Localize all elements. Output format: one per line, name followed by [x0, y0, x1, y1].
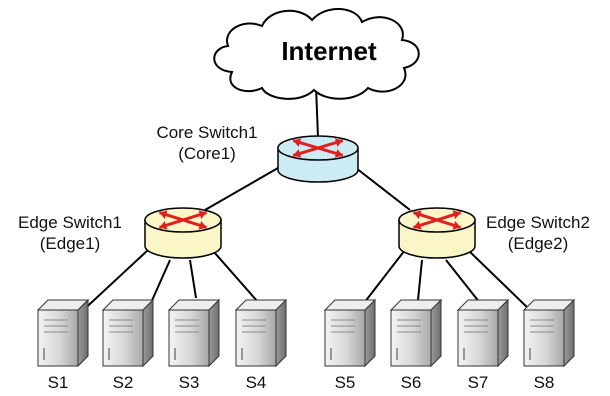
edge-switch2-alias: (Edge2) — [507, 234, 569, 253]
server-s8 — [522, 298, 576, 368]
server-side — [142, 298, 154, 368]
server-label-s7: S7 — [467, 373, 489, 392]
router-arrow-icon — [158, 211, 208, 229]
core-switch-name: Core Switch1 — [156, 123, 258, 142]
router-arrow-icon — [412, 211, 462, 229]
link-core-edge1 — [204, 167, 279, 211]
router-arrowhead-icon — [452, 210, 461, 219]
edge-switch2 — [398, 207, 476, 259]
link-edge2-s6 — [417, 259, 423, 301]
link-edge2-s7 — [445, 259, 481, 304]
core-switch-alias: (Core1) — [178, 144, 236, 163]
server-label-s2: S2 — [112, 373, 134, 392]
router-arrow-icon — [292, 139, 344, 157]
router-arrowhead-icon — [198, 210, 207, 219]
server-s7 — [456, 298, 510, 368]
core-switch — [277, 135, 359, 183]
server-label-s1: S1 — [47, 373, 69, 392]
server-s3 — [167, 298, 221, 368]
router-arrowhead-icon — [334, 138, 343, 147]
server-label-s8: S8 — [533, 373, 555, 392]
edge-switch1-label: Edge Switch1 (Edge1) — [8, 212, 132, 254]
edge-switch1-alias: (Edge1) — [39, 234, 101, 253]
router-arrowhead-icon — [334, 149, 343, 158]
server-s4 — [234, 298, 288, 368]
server-side — [430, 298, 442, 368]
router-arrowhead-icon — [293, 138, 302, 147]
link-edge1-s2 — [149, 259, 171, 306]
router-arrowhead-icon — [413, 221, 422, 230]
server-label-s4: S4 — [245, 373, 267, 392]
server-s6 — [389, 298, 443, 368]
link-edge1-s3 — [189, 259, 197, 299]
server-front — [523, 309, 565, 367]
router-arrowhead-icon — [452, 221, 461, 230]
router-arrowhead-icon — [198, 221, 207, 230]
server-side — [364, 298, 376, 368]
link-edge1-s1 — [77, 249, 149, 316]
server-label-s5: S5 — [334, 373, 356, 392]
router-arrowhead-icon — [159, 210, 168, 219]
link-edge1-s4 — [213, 251, 259, 303]
server-front — [235, 309, 277, 367]
server-side — [208, 298, 220, 368]
server-front — [457, 309, 499, 367]
server-s5 — [323, 298, 377, 368]
server-label-s3: S3 — [178, 373, 200, 392]
core-switch-label: Core Switch1 (Core1) — [148, 122, 266, 164]
edge-switch1-name: Edge Switch1 — [18, 213, 122, 232]
link-internet-core — [315, 85, 319, 139]
internet-label: Internet — [281, 36, 377, 66]
router-arrowhead-icon — [413, 210, 422, 219]
link-core-edge2 — [355, 167, 411, 211]
link-edge2-s5 — [363, 249, 406, 304]
router-arrowhead-icon — [293, 149, 302, 158]
server-side — [275, 298, 287, 368]
router-arrowhead-icon — [159, 221, 168, 230]
edge-switch1 — [144, 207, 222, 259]
cloud-shape — [213, 7, 420, 100]
server-side — [497, 298, 509, 368]
edge-switch2-label: Edge Switch2 (Edge2) — [474, 212, 602, 254]
server-side — [563, 298, 575, 368]
internet-cloud — [213, 7, 420, 100]
server-s1 — [36, 298, 90, 368]
edge-switch2-name: Edge Switch2 — [486, 213, 590, 232]
network-links — [77, 85, 531, 316]
link-edge2-s8 — [467, 249, 531, 311]
server-s2 — [101, 298, 155, 368]
server-label-s6: S6 — [400, 373, 422, 392]
server-side — [77, 298, 89, 368]
